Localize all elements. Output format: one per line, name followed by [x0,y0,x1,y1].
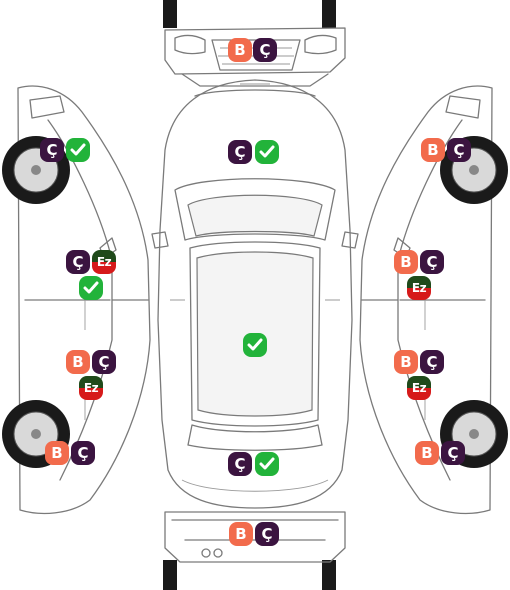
right-rear-fender-scratch-badge[interactable]: Ç [441,441,465,465]
front-bumper-painted-badge[interactable]: B [228,38,252,62]
hood-scratch-badge[interactable]: Ç [228,140,252,164]
rear-view [163,511,346,590]
left-front-door-dent-badge[interactable]: Ez [92,250,116,274]
right-rear-door-scratch-badge[interactable]: Ç [420,350,444,374]
left-rear-door-dent-badge[interactable]: Ez [79,376,103,400]
rear-bumper-scratch-badge[interactable]: Ç [255,522,279,546]
left-rear-door-scratch-badge[interactable]: Ç [92,350,116,374]
right-rear-fender-painted-badge[interactable]: B [415,441,439,465]
right-front-fender-painted-badge[interactable]: B [421,138,445,162]
front-view [163,0,346,87]
trunk-scratch-badge[interactable]: Ç [228,452,252,476]
left-front-fender-scratch-badge[interactable]: Ç [40,138,64,162]
right-front-fender-scratch-badge[interactable]: Ç [447,138,471,162]
rear-bumper-painted-badge[interactable]: B [229,522,253,546]
check-icon [247,338,263,351]
top-view [151,79,359,509]
roof-ok-badge[interactable] [243,333,267,357]
right-rear-door-dent-badge[interactable]: Ez [407,376,431,400]
left-front-fender-ok-badge[interactable] [66,138,90,162]
left-front-door-ok-badge[interactable] [79,276,103,300]
check-icon [70,143,86,156]
right-front-door-painted-badge[interactable]: B [394,250,418,274]
left-front-door-scratch-badge[interactable]: Ç [66,250,90,274]
right-front-door-dent-badge[interactable]: Ez [407,276,431,300]
trunk-ok-badge[interactable] [255,452,279,476]
left-rear-fender-painted-badge[interactable]: B [45,441,69,465]
right-front-door-scratch-badge[interactable]: Ç [420,250,444,274]
check-icon [259,457,275,470]
check-icon [83,281,99,294]
left-rear-door-painted-badge[interactable]: B [66,350,90,374]
front-bumper-scratch-badge[interactable]: Ç [253,38,277,62]
check-icon [259,145,275,158]
hood-ok-badge[interactable] [255,140,279,164]
right-rear-door-painted-badge[interactable]: B [394,350,418,374]
left-rear-fender-scratch-badge[interactable]: Ç [71,441,95,465]
